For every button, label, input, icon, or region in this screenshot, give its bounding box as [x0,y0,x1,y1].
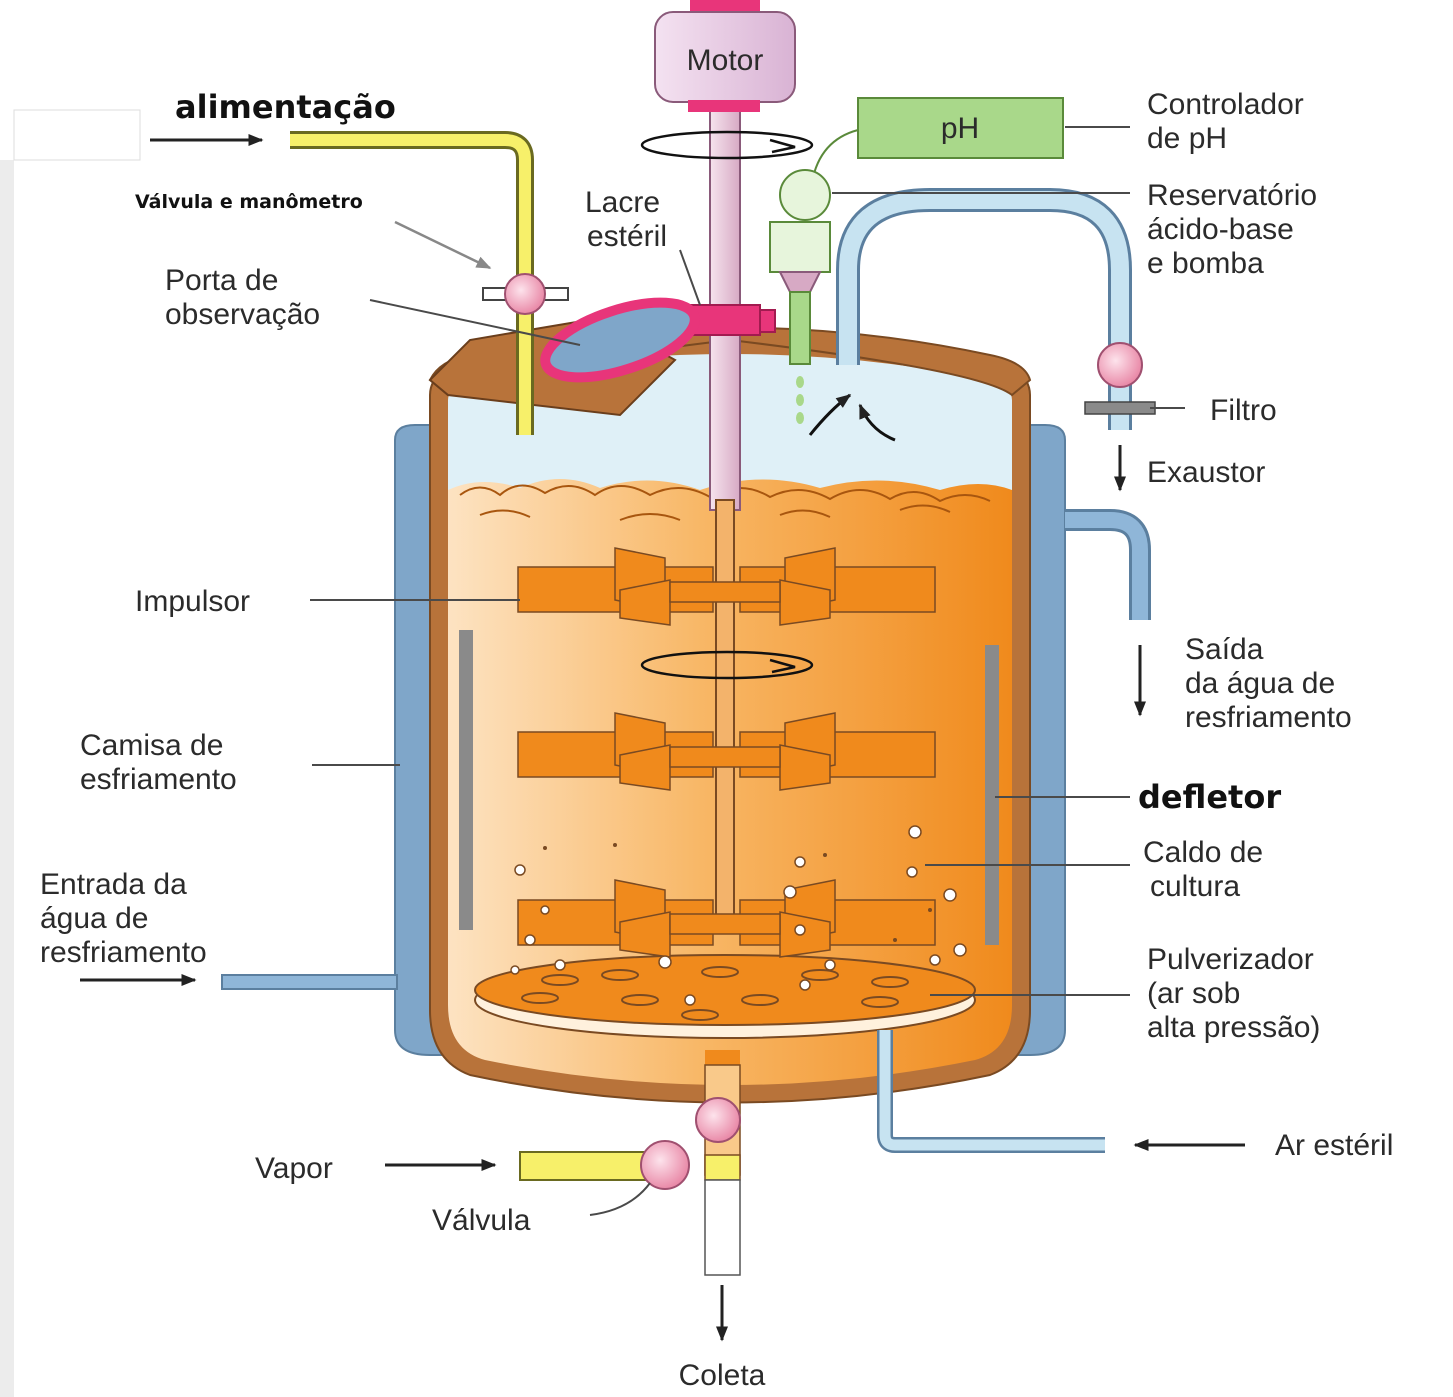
feed-label-box [14,110,140,160]
ph-controller-label: Controlador [1147,88,1304,121]
sparger-label-2: (ar sob [1147,977,1240,1010]
culture-broth-label: Caldo de [1143,836,1263,869]
observation-port-label-2: observação [165,298,320,331]
cooling-inlet-label-3: resfriamento [40,936,207,969]
ph-controller-label-2: de pH [1147,122,1227,155]
cooling-outlet-label: Saída [1185,633,1264,666]
feed-valve [505,274,545,314]
filter-label: Filtro [1210,394,1277,427]
ph-box-label: pH [941,112,979,145]
exhaust-filter [1085,402,1155,414]
cooling-inlet-label: Entrada da [40,868,187,901]
harvest-valve [696,1098,740,1142]
culture-broth-label-2: cultura [1150,870,1240,903]
sterile-seal-label-2: estéril [587,220,667,253]
cooling-inlet-label-2: água de [40,902,148,935]
motor-top-cable [690,0,760,12]
valve-label: Válvula [432,1204,531,1237]
jacket-inlet-pipe [222,975,397,989]
cooling-outlet-label-3: resfriamento [1185,701,1352,734]
baffle-right [985,645,999,945]
reagent-drops [796,376,804,424]
reservoir-dropper [790,292,810,364]
cooling-outlet-label-2: da água de [1185,667,1335,700]
baffle-label: defletor [1138,778,1281,816]
steam-pipe [520,1152,655,1180]
impeller-shaft-lower [716,500,734,930]
baffle-left [459,630,473,930]
valve-gauge-label: Válvula e manômetro [135,191,363,213]
reservoir-label-3: e bomba [1147,247,1264,280]
harvest-label: Coleta [679,1359,766,1392]
sterile-seal [690,305,760,335]
sparger-label-3: alta pressão) [1147,1011,1320,1044]
motor-coupling [688,100,760,112]
observation-port-label: Porta de [165,264,278,297]
cooling-jacket-label-2: esfriamento [80,763,237,796]
steam-valve [641,1141,689,1189]
exhaust-valve [1098,343,1142,387]
feed-label: alimentação [175,88,396,126]
exhaust-label: Exaustor [1147,456,1265,489]
reservoir-label-2: ácido-base [1147,213,1294,246]
reservoir-label: Reservatório [1147,179,1317,212]
cooling-jacket-label: Camisa de [80,729,223,762]
harvest-outlet-top [705,1050,740,1065]
sparger-disk [475,955,975,1025]
impeller-label: Impulsor [135,585,250,618]
sterile-air-label: Ar estéril [1275,1129,1393,1162]
harvest-tube [705,1180,740,1275]
reservoir-pump [770,222,830,272]
steam-label: Vapor [255,1152,333,1185]
motor-label: Motor [687,44,764,77]
acid-base-reservoir [780,170,830,220]
left-margin-strip [0,160,14,1397]
sparger-label: Pulverizador [1147,943,1314,976]
valve-gauge-pointer [395,222,490,268]
sterile-seal-label: Lacre [585,186,660,219]
